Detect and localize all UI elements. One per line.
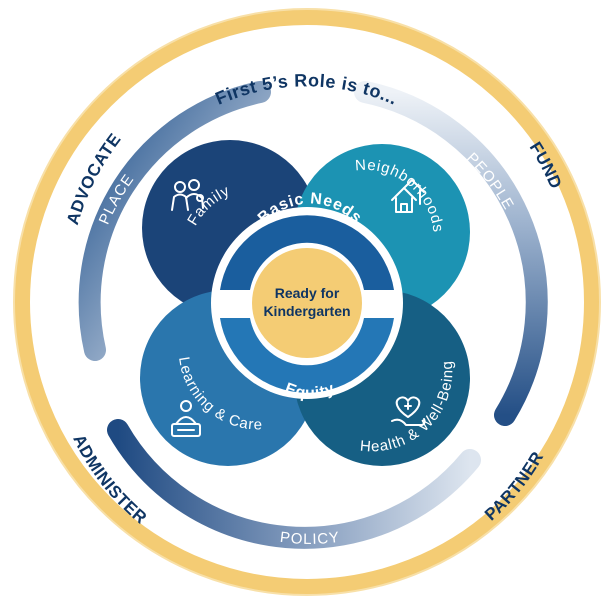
policy-arc <box>107 419 481 549</box>
people-arc <box>354 81 548 426</box>
family-icon <box>171 179 204 211</box>
ring-label-policy: POLICY <box>279 529 341 548</box>
learning-care-icon <box>171 400 201 437</box>
place-arc <box>78 81 271 361</box>
role-partner: PARTNER <box>481 448 547 524</box>
outer-gold-ring-edge <box>13 8 601 596</box>
equity-label: Equity <box>283 380 338 402</box>
basic-needs-band <box>220 215 394 290</box>
center-line2: Kindergarten <box>263 303 350 319</box>
outer-gold-ring <box>14 9 600 595</box>
center-line1: Ready for <box>275 285 340 301</box>
equity-band <box>220 318 394 393</box>
center-circle <box>252 248 362 358</box>
health-icon <box>391 396 426 426</box>
neighborhoods-icon <box>391 179 425 213</box>
